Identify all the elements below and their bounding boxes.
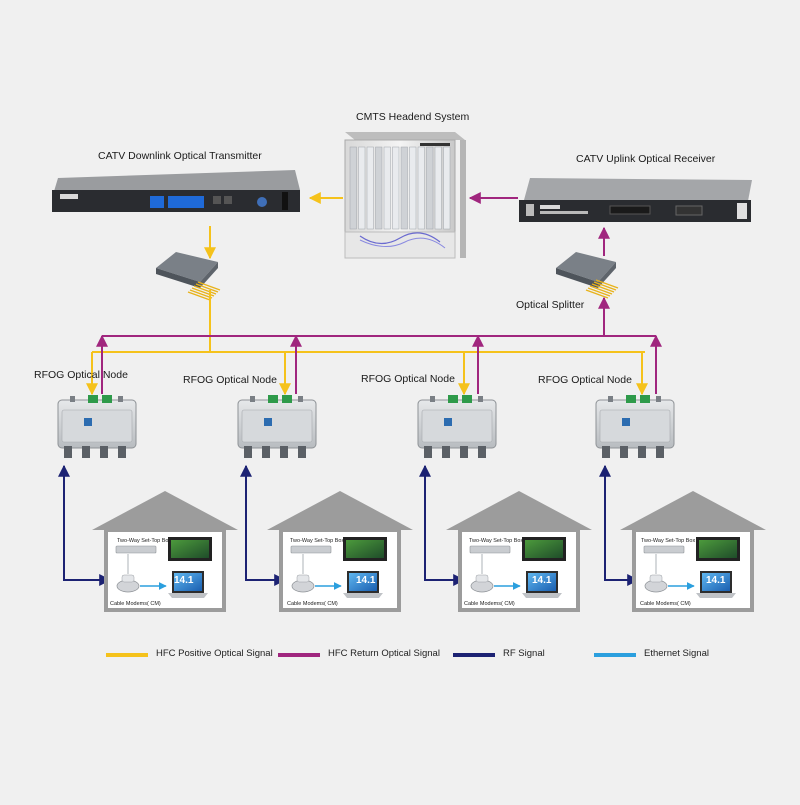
rf-link (599, 464, 640, 586)
tv-screen (346, 540, 384, 558)
cable-modem (475, 574, 489, 583)
subscriber-houses (92, 491, 766, 612)
legend-swatch (106, 653, 148, 657)
set-top-box (290, 545, 332, 554)
rfog-nodes (57, 395, 675, 458)
stb-label: Two-Way Set-Top Box (290, 538, 345, 544)
node-label: RFOG Optical Node (183, 374, 277, 386)
legend-swatch (278, 653, 320, 657)
pc-screen-text: 14.1 (532, 575, 552, 586)
rf-link (58, 464, 112, 586)
house-roof (267, 491, 413, 530)
rfog-node-device (595, 395, 675, 458)
modem-label: Cable Modems( CM) (287, 601, 338, 607)
pc-screen-text: 14.1 (706, 575, 726, 586)
laptop-screen (349, 573, 377, 591)
tv-screen (525, 540, 563, 558)
set-top-box (469, 545, 511, 554)
legend-label: RF Signal (503, 648, 545, 659)
optical-receiver-device (519, 178, 752, 222)
set-top-box (115, 545, 157, 554)
stb-label: Two-Way Set-Top Box (641, 538, 696, 544)
stb-label: Two-Way Set-Top Box (117, 538, 172, 544)
legend-label: Ethernet Signal (644, 648, 709, 659)
subscriber-house (446, 491, 592, 612)
laptop-screen (174, 573, 202, 591)
house-roof (446, 491, 592, 530)
laptop-screen (528, 573, 556, 591)
receiver-label: CATV Uplink Optical Receiver (576, 153, 716, 165)
subscriber-house (620, 491, 766, 612)
laptop-base (343, 593, 383, 598)
rf-link (419, 464, 466, 586)
house-roof (92, 491, 238, 530)
laptop-base (696, 593, 736, 598)
node-label: RFOG Optical Node (361, 373, 455, 385)
node-label: RFOG Optical Node (34, 369, 128, 381)
rf-link (240, 464, 287, 586)
laptop-screen (702, 573, 730, 591)
cable-modem (649, 574, 663, 583)
splitter-label: Optical Splitter (516, 299, 585, 311)
headend-title: CMTS Headend System (356, 111, 470, 123)
tv-screen (171, 540, 209, 558)
rfog-node-device (417, 395, 497, 458)
pc-screen-text: 14.1 (356, 575, 376, 586)
rfog-node-device (57, 395, 137, 458)
cmts-headend-rack (344, 132, 466, 259)
subscriber-house (92, 491, 238, 612)
splitter-left-device (156, 252, 221, 301)
rfog-node-device (237, 395, 317, 458)
subscriber-house (267, 491, 413, 612)
modem-label: Cable Modems( CM) (640, 601, 691, 607)
legend-label: HFC Return Optical Signal (328, 648, 440, 659)
legend-label: HFC Positive Optical Signal (156, 648, 273, 659)
cable-modem (121, 574, 135, 583)
laptop-base (522, 593, 562, 598)
signal-lines (58, 192, 662, 586)
tv-screen (699, 540, 737, 558)
cable-modem (296, 574, 310, 583)
pc-screen-text: 14.1 (174, 575, 194, 586)
stb-label: Two-Way Set-Top Box (469, 538, 524, 544)
legend-swatch (594, 653, 636, 657)
set-top-box (643, 545, 685, 554)
transmitter-label: CATV Downlink Optical Transmitter (98, 150, 262, 162)
optical-transmitter-device (52, 170, 300, 212)
laptop-base (168, 593, 208, 598)
legend-swatch (453, 653, 495, 657)
node-label: RFOG Optical Node (538, 374, 632, 386)
modem-label: Cable Modems( CM) (110, 601, 161, 607)
splitter-right-device (556, 252, 619, 299)
house-roof (620, 491, 766, 530)
modem-label: Cable Modems( CM) (464, 601, 515, 607)
